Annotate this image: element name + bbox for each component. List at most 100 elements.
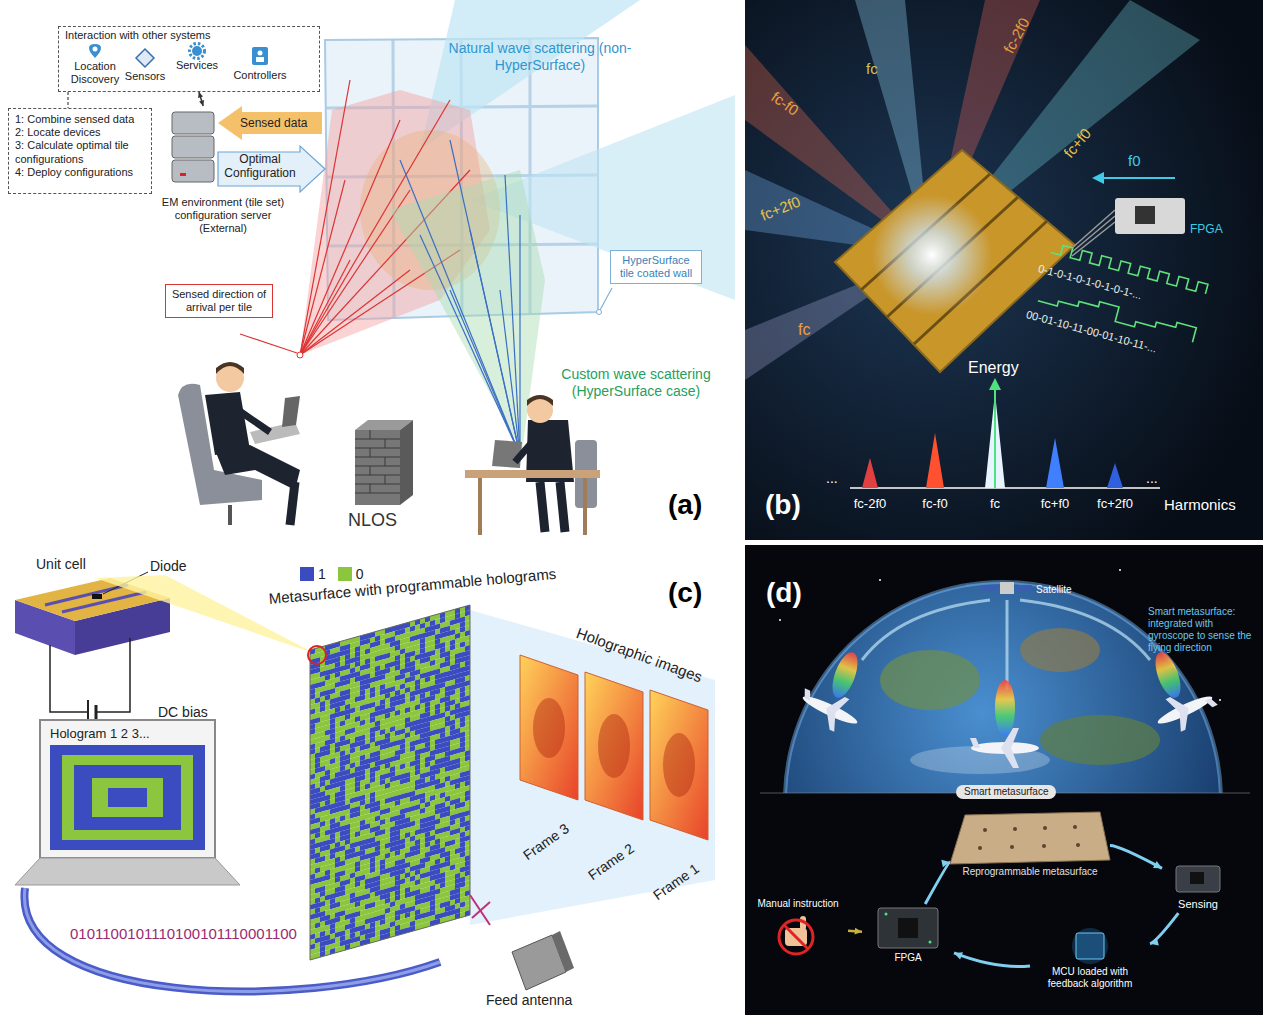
spectrum-chart	[862, 458, 878, 488]
brick-wall	[355, 475, 400, 476]
brick-wall	[385, 457, 386, 466]
working-person	[583, 478, 587, 535]
leader-line	[600, 288, 612, 310]
custom-beam	[450, 140, 520, 455]
time-modulated-metasurface	[861, 174, 1047, 344]
brick-wall	[385, 475, 386, 484]
brick-wall	[355, 430, 400, 505]
custom-beam	[400, 140, 520, 455]
brick-wall	[355, 493, 400, 494]
system-icons	[252, 47, 268, 65]
seated-person	[228, 505, 232, 525]
working-person	[560, 482, 565, 532]
brick-wall	[370, 484, 371, 493]
seated-person	[238, 410, 270, 432]
brick-wall	[355, 457, 400, 458]
brick-wall	[370, 466, 371, 475]
sensed-beam	[300, 180, 345, 355]
time-modulated-metasurface	[872, 195, 992, 315]
server-icon	[172, 160, 214, 182]
data-arrow	[218, 106, 322, 140]
unit-cell	[62, 592, 146, 612]
fpga-board	[1092, 172, 1104, 184]
hologram-rays	[470, 610, 715, 925]
brick-wall	[355, 448, 400, 449]
seated-person	[216, 362, 244, 374]
leader-line	[297, 352, 303, 358]
working-person	[478, 478, 482, 535]
fpga-board	[1102, 177, 1175, 179]
panel-background	[745, 0, 1263, 540]
seated-person	[178, 384, 262, 505]
working-person	[515, 440, 534, 462]
system-icons	[89, 44, 101, 58]
custom-beam	[470, 230, 520, 455]
fpga-board	[1072, 216, 1115, 252]
data-arrow	[218, 146, 325, 192]
time-modulated-metasurface	[835, 150, 1075, 372]
seated-person	[290, 482, 295, 525]
spectrum-chart	[989, 378, 1001, 390]
seated-person	[282, 396, 300, 427]
brick-wall	[355, 439, 400, 440]
system-icons	[190, 44, 205, 59]
leader-line	[597, 310, 602, 315]
brick-wall	[370, 448, 371, 457]
sensed-beam	[300, 270, 410, 355]
server-icon	[172, 112, 214, 134]
custom-beam	[500, 290, 520, 455]
harmonic-beams	[745, 0, 1200, 380]
panel-background	[745, 0, 1263, 540]
leader-line	[240, 288, 612, 358]
unit-cell	[95, 575, 316, 654]
system-icons	[192, 46, 202, 56]
custom-beam	[505, 175, 520, 455]
system-icons	[93, 47, 98, 52]
sensed-beam	[300, 260, 350, 355]
server-icon	[180, 173, 186, 176]
time-modulated-metasurface	[835, 150, 1075, 372]
spectrum-chart	[994, 388, 996, 488]
seated-person	[178, 362, 300, 525]
custom-beam	[390, 140, 545, 455]
server-icon	[172, 112, 214, 182]
fpga-board	[1135, 206, 1155, 224]
fpga-board	[1072, 222, 1115, 256]
fpga-board	[1072, 210, 1115, 248]
spectrum-chart	[1107, 463, 1123, 488]
unit-cell	[96, 638, 130, 712]
custom-beam	[420, 235, 520, 455]
hologram-rays	[470, 610, 715, 925]
brick-wall	[385, 439, 386, 448]
unit-cell	[50, 645, 88, 712]
brick-wall	[355, 420, 413, 505]
bracket-line	[67, 92, 68, 108]
system-icons	[136, 49, 154, 67]
spectrum-chart	[850, 378, 1160, 488]
custom-beam	[400, 160, 520, 455]
system-icons	[258, 51, 263, 56]
working-person	[465, 395, 600, 535]
sensed-beam	[300, 120, 400, 355]
brick-wall	[370, 430, 371, 439]
seated-person	[215, 445, 300, 490]
brick-wall	[355, 466, 400, 467]
fpga-board	[1072, 172, 1185, 256]
custom-beam	[390, 170, 545, 452]
unit-cell	[95, 705, 98, 719]
unit-cell	[92, 594, 102, 599]
working-person	[540, 482, 545, 532]
seated-person	[205, 392, 250, 455]
leader-line	[240, 334, 297, 353]
custom-beam	[519, 215, 520, 455]
fpga-board	[1115, 198, 1185, 234]
brick-wall	[355, 484, 400, 485]
coding-metasurface	[310, 605, 470, 960]
brick-wall	[400, 420, 413, 505]
working-person	[465, 470, 600, 478]
data-arrow	[218, 106, 325, 192]
system-icons	[256, 57, 264, 62]
brick-wall	[355, 430, 400, 493]
bracket-line	[68, 92, 69, 108]
spectrum-chart	[926, 433, 944, 488]
